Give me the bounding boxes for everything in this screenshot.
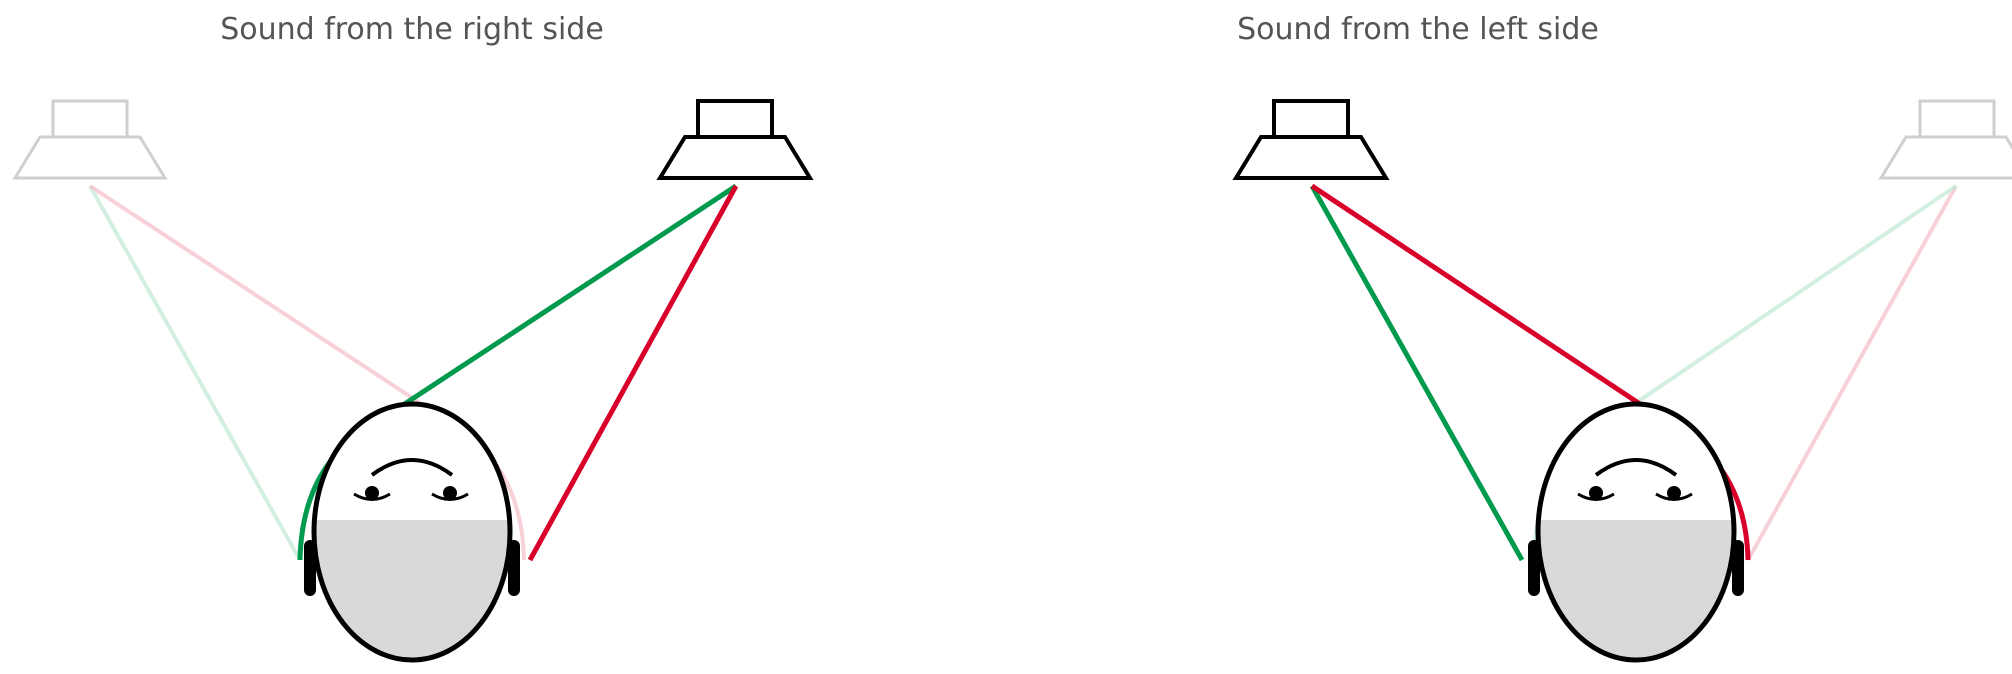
right-ear [508, 540, 520, 596]
speaker-inactive [15, 101, 165, 178]
listener-head [1516, 404, 1756, 674]
left-ear [1528, 540, 1540, 596]
speaker-active [1236, 101, 1386, 178]
panel-sound-left: Sound from the left side [1006, 0, 2012, 674]
faded-path-to-near-ear [1748, 186, 1956, 560]
diagram-sound-left [1006, 0, 2012, 674]
crossed-path [530, 186, 736, 560]
left-ear [304, 540, 316, 596]
faded-path-to-near-ear [90, 186, 300, 560]
right-ear [1732, 540, 1744, 596]
speaker-inactive [1881, 101, 2012, 178]
panel-sound-right: Sound from the right side [0, 0, 1006, 674]
direct-path [1312, 186, 1522, 560]
speaker-active [660, 101, 810, 178]
listener-head [292, 404, 532, 674]
diagram-sound-right [0, 0, 1006, 674]
